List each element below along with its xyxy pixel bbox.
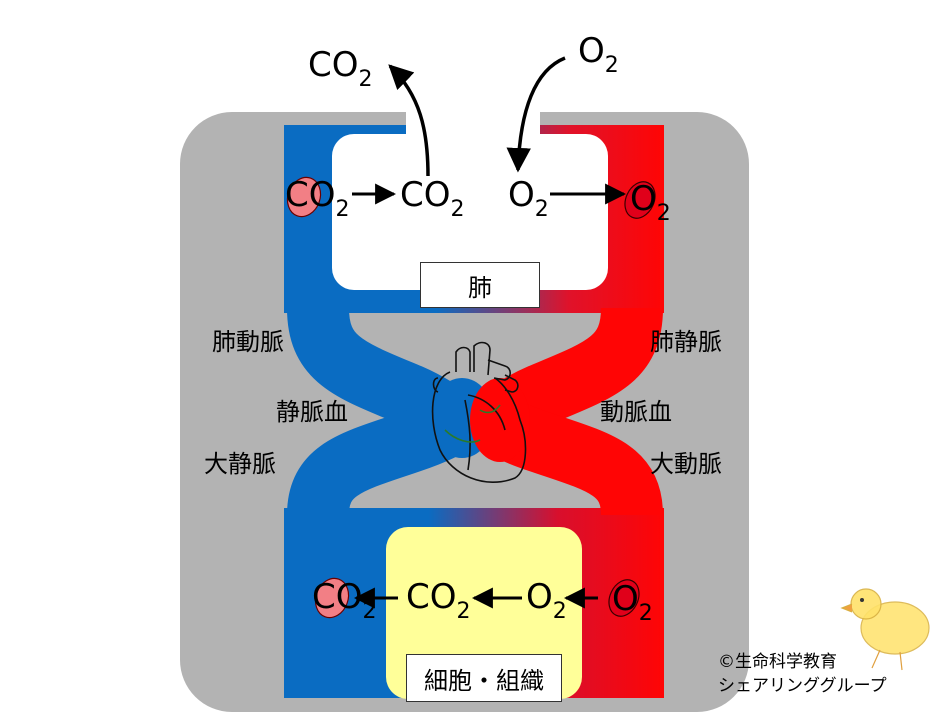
heart-icon [431, 341, 527, 483]
lung-box [332, 134, 608, 290]
gas-co2-alveolus: CO2 [400, 175, 465, 222]
airway-opening [406, 112, 540, 136]
red-blood-cell-lung-arterial [624, 181, 656, 219]
label-pulmonary-artery: 肺動脈 [212, 328, 284, 356]
gas-co2-cell: CO2 [406, 577, 471, 624]
left-heart-chamber [470, 378, 530, 462]
tissue-label: 細胞・組織 [406, 654, 562, 702]
label-aorta: 大動脈 [650, 450, 722, 478]
credit-line-1: ©生命科学教育 [718, 652, 837, 672]
label-pulmonary-vein: 肺静脈 [650, 328, 722, 356]
label-vena-cava: 大静脈 [204, 450, 276, 478]
label-arterial-blood: 動脈血 [600, 398, 672, 426]
label-venous-blood: 静脈血 [276, 398, 348, 426]
lung-label: 肺 [420, 262, 540, 308]
gas-o2-cell: O2 [526, 577, 567, 624]
gas-co2-blood-lung: CO2 [285, 175, 350, 222]
credit: ©生命科学教育 シェアリンググループ [718, 650, 944, 698]
chick-mascot-icon [840, 588, 930, 671]
gas-co2-exhaled: CO2 [308, 45, 373, 92]
gas-co2-blood-tissue: CO2 [312, 577, 377, 624]
credit-line-2: シェアリンググループ [718, 676, 887, 696]
co2-exhale-arrow [388, 64, 430, 177]
gas-o2-blood-lung: O2 [630, 179, 671, 226]
gas-o2-blood-tissue: O2 [612, 579, 653, 626]
gas-o2-alveolus: O2 [508, 175, 549, 222]
red-blood-cell-tissue-arterial [608, 579, 640, 617]
red-blood-cell-lung-venous [286, 176, 322, 218]
o2-inhale-arrow [506, 56, 566, 173]
gas-o2-inhaled: O2 [578, 31, 619, 78]
red-blood-cell-tissue-venous [314, 577, 350, 619]
